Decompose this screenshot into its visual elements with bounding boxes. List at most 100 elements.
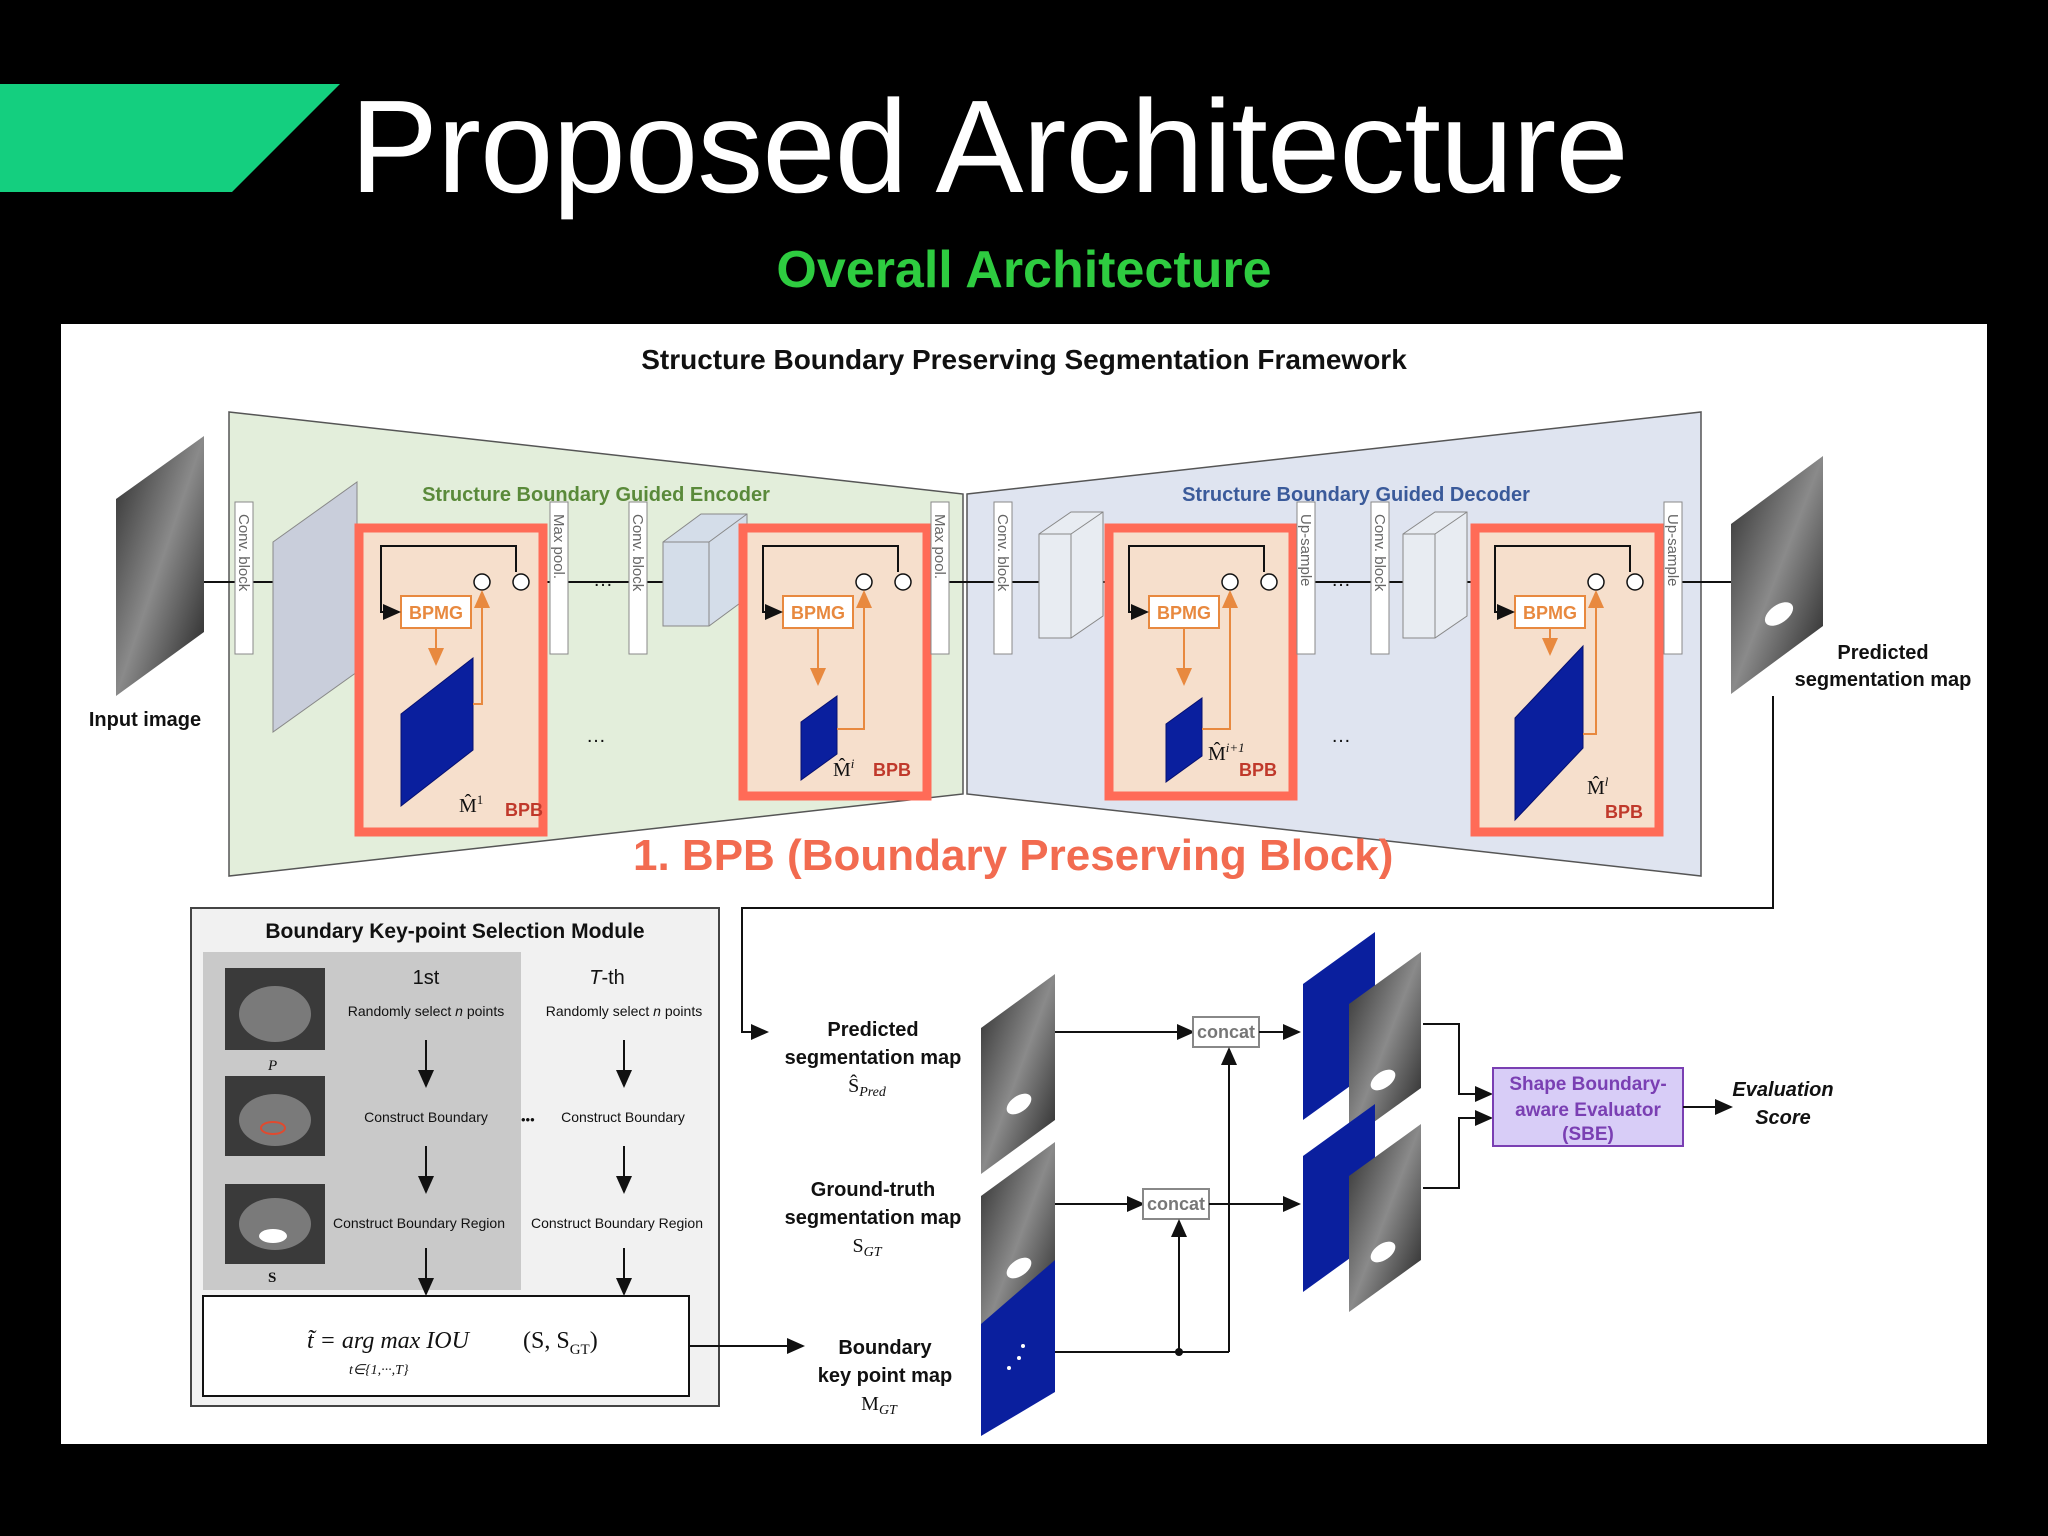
multiply-node-4 (1587, 573, 1605, 591)
keypoint-dot-2 (1017, 1356, 1021, 1360)
framework-title: Structure Boundary Preserving Segmentati… (641, 344, 1407, 375)
skip-line-2 (762, 545, 899, 582)
bpmg-3-label: BPMG (1157, 603, 1211, 623)
bpmg-1 (400, 595, 472, 629)
add-node-1 (512, 573, 530, 591)
skip-line-4 (1494, 545, 1631, 582)
conv-block-2 (628, 501, 648, 655)
bpmg-2 (782, 595, 854, 629)
bk-label-1: Boundary (838, 1337, 932, 1359)
add-node-4 (1626, 573, 1644, 591)
add-node-2 (894, 573, 912, 591)
slide-title: Proposed Architecture (350, 73, 1629, 220)
pred-label-1: Predicted (827, 1019, 918, 1041)
cube-edge-3 (1070, 511, 1104, 535)
construct-region-t: Construct Boundary Region (531, 1215, 703, 1231)
up-sample-1 (1296, 501, 1316, 655)
m-hat-1: M̂1 (459, 792, 483, 817)
output-to-sbe-line (741, 696, 1774, 1040)
ellipsis-enc-top: … (593, 569, 613, 591)
construct-boundary-1: Construct Boundary (364, 1109, 488, 1125)
m-hat-i1: M̂i+1 (1208, 740, 1245, 765)
gt-symbol: SGT (852, 1235, 882, 1260)
conv-block-1-label: Conv. block (235, 514, 252, 592)
skip-line-1 (380, 545, 517, 582)
conv-block-3 (993, 501, 1013, 655)
gt-map-highlight (1006, 1257, 1032, 1279)
bksm-col-t: T-th (589, 967, 625, 989)
stack-bottom-to-sbe (1423, 1110, 1493, 1189)
concat-top-label: concat (1197, 1022, 1255, 1042)
conv-block-4 (1370, 501, 1390, 655)
bksm-image-2-detail (239, 1094, 311, 1146)
stack-top-mri (1349, 952, 1421, 1140)
sbe-evaluator (1492, 1067, 1684, 1147)
bksm-boundary-curve (260, 1121, 286, 1135)
mask-map-1 (400, 656, 474, 808)
decoder-title: Structure Boundary Guided Decoder (1182, 484, 1530, 506)
keypoint-dot-1 (1007, 1366, 1011, 1370)
pred-symbol: ŜPred (848, 1073, 887, 1100)
multiply-node-1 (473, 573, 491, 591)
max-pool-2 (930, 501, 950, 655)
encoder-title: Structure Boundary Guided Encoder (422, 484, 770, 506)
ellipsis-dec-top: … (1331, 569, 1351, 591)
keypoint-map (981, 1260, 1055, 1436)
bpmg-line-1 (380, 582, 401, 620)
bpb-label-1: BPB (505, 800, 543, 820)
bk-label-2: key point map (818, 1365, 952, 1387)
sbe-label-1: Shape Boundary- (1509, 1074, 1666, 1095)
p-label: P (267, 1058, 277, 1074)
sbe-label-3: (SBE) (1562, 1124, 1614, 1145)
bk-symbol: MGT (861, 1393, 898, 1418)
formula-args: (S, SGT) (523, 1328, 598, 1358)
ellipsis-enc-bottom: … (586, 725, 606, 747)
pred-label-2: segmentation map (785, 1047, 962, 1069)
construct-region-1: Construct Boundary Region (333, 1215, 505, 1231)
formula-box (202, 1295, 690, 1397)
mask-up-3 (1202, 590, 1238, 730)
bpmg-4-label: BPMG (1523, 603, 1577, 623)
bpmg-line-2 (762, 582, 783, 620)
bksm-title: Boundary Key-point Selection Module (265, 920, 644, 943)
formula-lhs: t̃ = arg max IOU (307, 1328, 471, 1354)
score-label-1: Evaluation (1732, 1079, 1833, 1101)
max-pool-1-label: Max pool. (550, 514, 567, 579)
bpmg-line-4 (1494, 582, 1515, 620)
mask-up-2 (837, 590, 872, 730)
conv-block-2-label: Conv. block (629, 514, 646, 592)
keypoint-dot-3 (1021, 1344, 1025, 1348)
multiply-node-2 (855, 573, 873, 591)
pred-map-image (981, 974, 1055, 1174)
concat-bottom-label: concat (1147, 1194, 1205, 1214)
ellipsis-dec-bottom: … (1331, 725, 1351, 747)
m-hat-i: M̂i (833, 756, 855, 781)
predicted-label-1: Predicted (1837, 642, 1928, 664)
diagram-panel: Structure Boundary Preserving Segmentati… (61, 324, 1987, 1444)
input-image-label: Input image (89, 709, 201, 731)
sbe-label-2: aware Evaluator (1515, 1100, 1661, 1121)
pred-map-highlight (1006, 1093, 1032, 1115)
mask-map-3 (1165, 697, 1203, 783)
score-label-2: Score (1755, 1107, 1811, 1129)
up-sample-2 (1663, 501, 1683, 655)
gt-label-2: segmentation map (785, 1207, 962, 1229)
bpmg-1-label: BPMG (409, 603, 463, 623)
input-image (116, 436, 204, 696)
bpb-label-4: BPB (1605, 802, 1643, 822)
mask-map-2 (800, 695, 838, 781)
bksm-dots: ••• (521, 1112, 535, 1127)
bksm-col-1: 1st (413, 967, 440, 989)
skip-line-3 (1128, 545, 1265, 582)
up-sample-1-label: Up-sample (1297, 514, 1314, 587)
predicted-image (1731, 456, 1823, 694)
slide-subtitle: Overall Architecture (776, 241, 1272, 299)
predicted-label-2: segmentation map (1795, 669, 1972, 691)
bpb-label-2: BPB (873, 760, 911, 780)
bpb-callout: 1. BPB (Boundary Preserving Block) (633, 831, 1393, 880)
accent-bar (0, 84, 340, 192)
stack-bottom-highlight (1370, 1241, 1396, 1263)
bpmg-line-3 (1128, 582, 1149, 620)
conv-block-3-label: Conv. block (994, 514, 1011, 592)
